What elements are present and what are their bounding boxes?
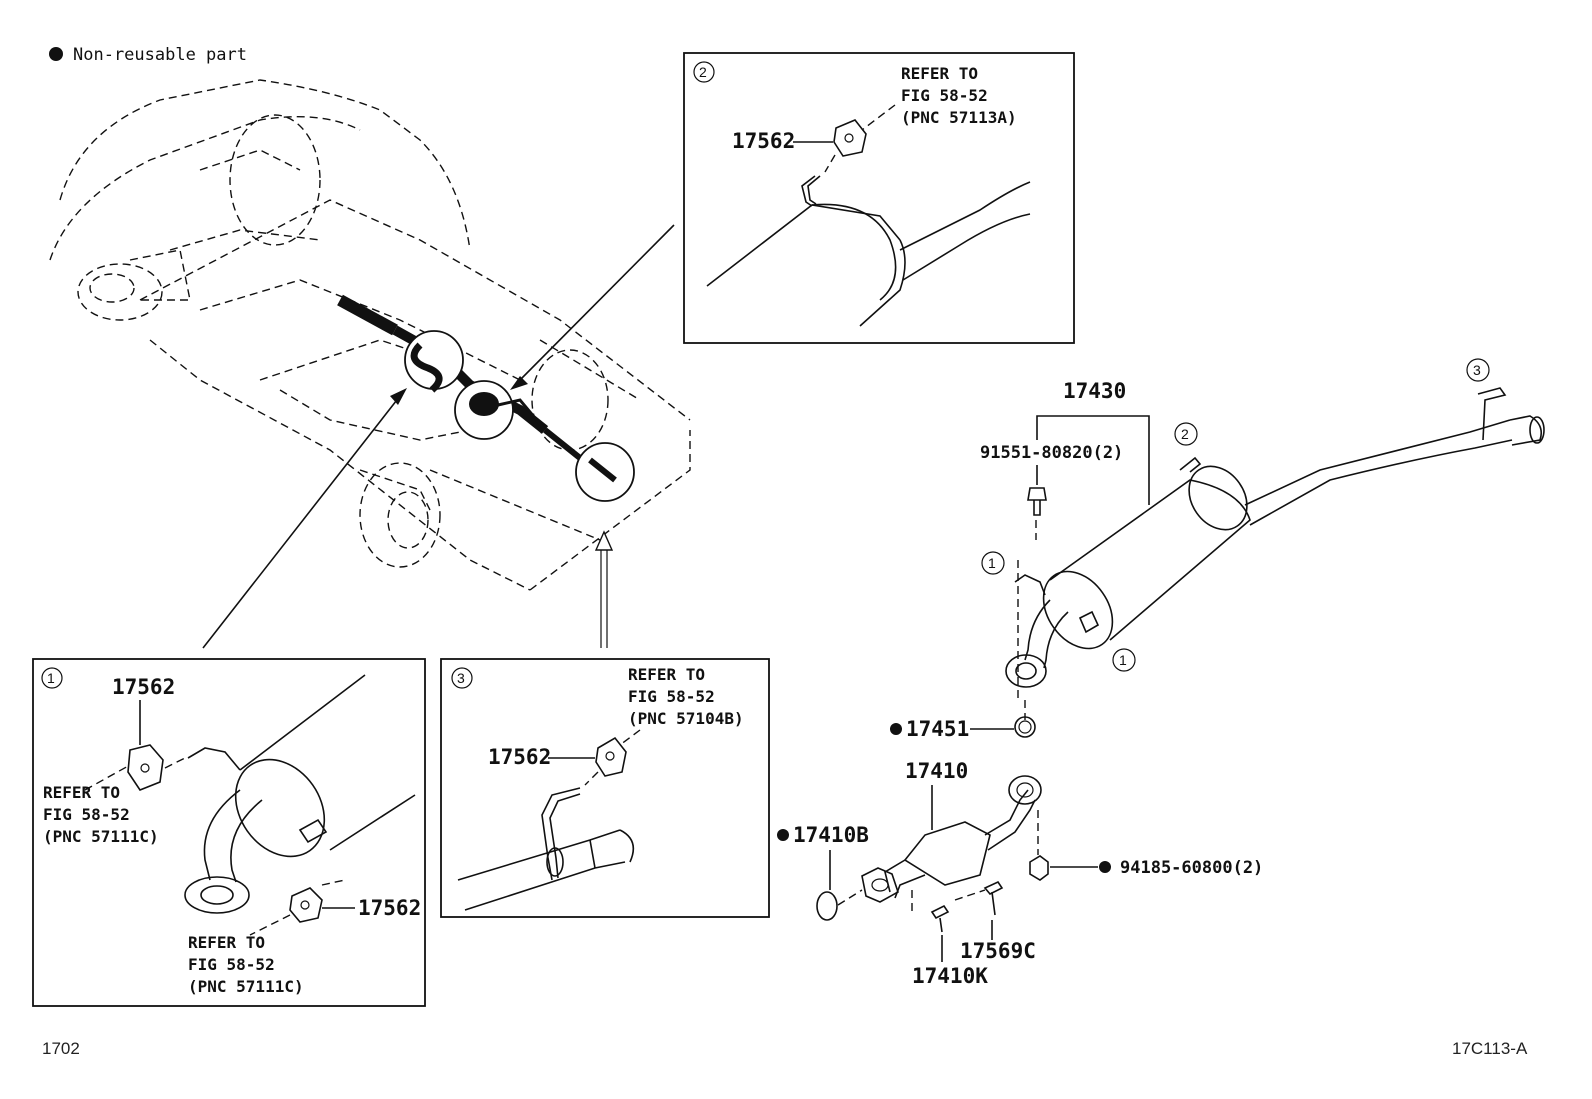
part-17569C-label: 17569C xyxy=(960,939,1036,963)
hanger-bottom-icon xyxy=(289,887,323,923)
inset-2-marker xyxy=(693,61,715,83)
vehicle-exhaust xyxy=(337,294,635,502)
inset-3-marker xyxy=(451,667,473,689)
inset-2-refer-line-2: FIG 58-52 xyxy=(901,86,988,105)
main-assembly: 17430 91551-80820(2) 3 2 1 1 1745 xyxy=(777,358,1545,988)
footer-left-code: 1702 xyxy=(42,1039,80,1058)
legend: Non-reusable part xyxy=(49,45,247,65)
inset-1-refer-lower-2: FIG 58-52 xyxy=(188,955,275,974)
inset-3: 3 REFER TO FIG 58-52 (PNC 57104B) 17562 xyxy=(440,658,770,918)
gasket-front-icon xyxy=(816,891,838,921)
inset-1-refer-upper-1: REFER TO xyxy=(43,783,120,802)
footer-right-code: 17C113-A xyxy=(1452,1039,1528,1058)
inset-1-part-bottom: 17562 xyxy=(358,896,421,920)
part-91551-label: 91551-80820(2) xyxy=(980,443,1123,463)
marker-2-text: 2 xyxy=(1181,426,1189,442)
inset-2-part-label: 17562 xyxy=(732,129,795,153)
inset-1-part-top: 17562 xyxy=(112,675,175,699)
inset-3-marker-text: 3 xyxy=(457,670,465,686)
inset-2-refer-line-3: (PNC 57113A) xyxy=(901,108,1017,127)
bolt-icon xyxy=(1027,487,1047,516)
inset-3-refer-line-2: FIG 58-52 xyxy=(628,687,715,706)
marker-1a xyxy=(981,551,1005,575)
non-reusable-dot-icon xyxy=(49,47,63,61)
marker-1a-text: 1 xyxy=(988,555,996,571)
inset-1-refer-lower-1: REFER TO xyxy=(188,933,265,952)
part-17451-label: 17451 xyxy=(906,717,969,741)
converter-body-icon xyxy=(903,821,991,886)
part-17410-label: 17410 xyxy=(905,759,968,783)
inset-1-refer-lower-3: (PNC 57111C) xyxy=(188,977,304,996)
vehicle-outline xyxy=(49,79,691,591)
part-17410K-label: 17410K xyxy=(912,964,988,988)
marker-2 xyxy=(1174,422,1198,446)
gasket-ring-icon xyxy=(1014,716,1036,738)
hanger-icon xyxy=(833,119,867,157)
marker-1b-text: 1 xyxy=(1119,652,1127,668)
hanger-icon-3 xyxy=(595,736,627,777)
marker-3 xyxy=(1466,358,1490,382)
inset-1: 1 17562 REFER TO FIG 58-52 (PNC 57111C) … xyxy=(32,658,426,1007)
nut-icon xyxy=(1029,855,1049,881)
inset-1-refer-upper-2: FIG 58-52 xyxy=(43,805,130,824)
non-reusable-17451-icon xyxy=(890,723,902,735)
inset-2-refer-line-1: REFER TO xyxy=(901,64,978,83)
inset-1-marker xyxy=(41,667,63,689)
marker-3-text: 3 xyxy=(1473,362,1481,378)
stud-17569C-icon xyxy=(983,880,1004,916)
part-17430-label: 17430 xyxy=(1063,379,1126,403)
leader-arrows xyxy=(202,224,675,649)
inset-3-refer-line-1: REFER TO xyxy=(628,665,705,684)
inset-2: 2 REFER TO FIG 58-52 (PNC 57113A) 17562 xyxy=(683,52,1075,344)
inset-1-marker-text: 1 xyxy=(47,670,55,686)
hanger-top-icon xyxy=(127,744,164,791)
marker-1b xyxy=(1112,648,1136,672)
inset-3-refer-line-3: (PNC 57104B) xyxy=(628,709,744,728)
part-94185-label: 94185-60800(2) xyxy=(1120,858,1263,878)
legend-text: Non-reusable part xyxy=(73,45,247,65)
non-reusable-94185-icon xyxy=(1099,861,1111,873)
part-17410B-label: 17410B xyxy=(793,823,869,847)
non-reusable-17410B-icon xyxy=(777,829,789,841)
inset-2-marker-text: 2 xyxy=(699,64,707,80)
stud-17410K-icon xyxy=(930,904,950,933)
inset-1-refer-upper-3: (PNC 57111C) xyxy=(43,827,159,846)
inset-3-part-label: 17562 xyxy=(488,745,551,769)
